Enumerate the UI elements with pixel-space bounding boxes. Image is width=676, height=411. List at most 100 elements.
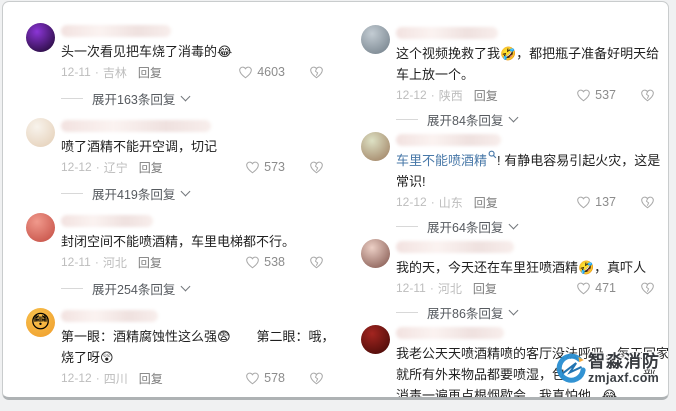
avatar[interactable] xyxy=(26,23,55,52)
dash-divider xyxy=(61,287,83,289)
dash-divider xyxy=(396,311,418,313)
comment-date: 12-12 xyxy=(61,160,92,174)
like-count: 137 xyxy=(595,195,616,209)
avatar[interactable] xyxy=(26,118,55,147)
search-link[interactable]: 车里不能喷酒精 xyxy=(396,150,497,168)
comment-meta: 12-12 · 山东 回复 137 xyxy=(396,193,668,211)
reply-button[interactable]: 回复 xyxy=(473,195,498,210)
like-count: 573 xyxy=(264,160,285,174)
username-redacted[interactable] xyxy=(396,27,498,39)
broken-heart-icon xyxy=(641,89,654,101)
comment-text-segment: 我的天，今天还在车里狂喷酒精🤣，真吓人 xyxy=(396,260,647,275)
comment: 我老公天天喷酒精喷的客厅没法呼吸，每天回家就所有外来物品都要喷湿，包部消毒一遍再… xyxy=(361,325,668,400)
username-redacted[interactable] xyxy=(61,120,211,132)
comment-location: 吉林 xyxy=(102,65,127,80)
comment: 这个视频挽救了我🤣，都把瓶子准备好明天给车上放一个。 12-12 · 陕西 回复… xyxy=(361,25,668,128)
broken-heart-icon xyxy=(641,196,654,208)
dislike-button[interactable] xyxy=(309,371,324,386)
broken-heart-icon xyxy=(310,256,323,268)
reply-button[interactable]: 回复 xyxy=(138,160,163,175)
avatar[interactable] xyxy=(361,325,390,354)
like-count: 578 xyxy=(264,371,285,385)
like-button[interactable]: 471 xyxy=(576,281,616,296)
username-redacted[interactable] xyxy=(396,134,501,146)
expand-replies-button[interactable]: 展开163条回复 xyxy=(61,90,338,107)
like-count: 4603 xyxy=(257,65,285,79)
reply-button[interactable]: 回复 xyxy=(137,65,162,80)
username-redacted[interactable] xyxy=(61,310,158,322)
username-redacted[interactable] xyxy=(61,25,171,37)
username-redacted[interactable] xyxy=(396,241,514,253)
comment-text: 头一次看见把车烧了消毒的😂 xyxy=(61,41,338,62)
comment-meta: 12-12 · 四川 回复 578 xyxy=(61,369,338,387)
avatar[interactable] xyxy=(361,239,390,268)
expand-replies-label: 展开84条回复 xyxy=(427,113,504,128)
comment: 头一次看见把车烧了消毒的😂 12-11 · 吉林 回复 4603 xyxy=(26,23,338,107)
dot-separator: · xyxy=(430,195,435,209)
comment-text-segment: 喷了酒精不能开空调，切记 xyxy=(61,139,218,154)
dot-separator: · xyxy=(430,88,435,102)
expand-replies-button[interactable]: 展开419条回复 xyxy=(61,185,338,202)
like-button[interactable]: 537 xyxy=(576,88,616,103)
comment: 喷了酒精不能开空调，切记 12-12 · 辽宁 回复 573 xyxy=(26,118,338,202)
reply-button[interactable]: 回复 xyxy=(138,371,163,386)
dislike-button[interactable] xyxy=(309,160,324,175)
heart-icon xyxy=(577,282,590,294)
comment-location: 河北 xyxy=(437,281,462,296)
comment-location: 山东 xyxy=(438,195,463,210)
comment-text: 喷了酒精不能开空调，切记 xyxy=(61,136,338,157)
dislike-button[interactable] xyxy=(640,88,655,103)
expand-replies-button[interactable]: 展开254条回复 xyxy=(61,280,338,297)
reply-button[interactable]: 回复 xyxy=(137,255,162,270)
like-count: 538 xyxy=(264,255,285,269)
comment-text-segment: 这个视频挽救了我🤣，都把瓶子准备好明天给车上放一个。 xyxy=(396,46,660,82)
comment-meta: 12-11 · 河北 回复 471 xyxy=(396,279,668,297)
like-button[interactable]: 137 xyxy=(576,195,616,210)
dash-divider xyxy=(61,192,83,194)
dash-divider xyxy=(61,97,83,99)
username-redacted[interactable] xyxy=(396,327,504,339)
broken-heart-icon xyxy=(310,372,323,384)
broken-heart-icon xyxy=(641,282,654,294)
expand-replies-label: 展开86条回复 xyxy=(427,306,504,321)
comment-location: 陕西 xyxy=(438,88,463,103)
like-button[interactable]: 573 xyxy=(245,160,285,175)
heart-icon xyxy=(246,372,259,384)
comment-date: 12-12 xyxy=(396,88,427,102)
heart-icon xyxy=(239,66,253,78)
avatar[interactable] xyxy=(26,213,55,242)
like-button[interactable]: 578 xyxy=(245,371,285,386)
avatar[interactable] xyxy=(361,25,390,54)
like-button[interactable]: 4603 xyxy=(238,65,285,80)
dislike-button[interactable] xyxy=(309,255,324,270)
expand-replies-button[interactable]: 展开84条回复 xyxy=(396,111,668,128)
dot-separator: · xyxy=(94,65,99,79)
magnifier-icon xyxy=(488,150,497,159)
reply-button[interactable]: 回复 xyxy=(472,281,497,296)
expand-replies-button[interactable]: 展开64条回复 xyxy=(396,218,668,235)
comment-meta: 12-11 · 河北 回复 538 xyxy=(61,253,338,271)
comments-column-left: 头一次看见把车烧了消毒的😂 12-11 · 吉林 回复 4603 xyxy=(26,2,338,397)
heart-icon xyxy=(577,196,590,208)
comment-text-segment: 部消毒一遍再点根烟歇会，我真怕他...😂 xyxy=(396,367,657,400)
comment-date: 12-11 xyxy=(61,65,91,79)
dislike-button[interactable] xyxy=(640,195,655,210)
dislike-button[interactable] xyxy=(309,65,324,80)
heart-icon xyxy=(246,256,259,268)
comment-text: 车里不能喷酒精! 有静电容易引起火灾，这是常识! xyxy=(396,150,668,192)
avatar[interactable]: 😳 xyxy=(26,308,55,337)
chevron-down-icon xyxy=(508,219,519,229)
comment-text: 我的天，今天还在车里狂喷酒精🤣，真吓人 xyxy=(396,257,668,278)
chevron-down-icon xyxy=(180,186,191,196)
reply-button[interactable]: 回复 xyxy=(473,88,498,103)
dislike-button[interactable] xyxy=(640,281,655,296)
heart-icon xyxy=(577,89,590,101)
expand-replies-button[interactable]: 展开86条回复 xyxy=(396,304,668,321)
username-redacted[interactable] xyxy=(61,215,153,227)
dot-separator: · xyxy=(95,371,100,385)
comment: 😳 第一眼：酒精腐蚀性这么强😨 第二眼：哦，烧了呀😲 12-12 · 四川 回复… xyxy=(26,308,338,387)
avatar[interactable] xyxy=(361,132,390,161)
comment-text: 封闭空间不能喷酒精，车里电梯都不行。 xyxy=(61,231,338,252)
dot-separator: · xyxy=(429,281,434,295)
like-button[interactable]: 538 xyxy=(245,255,285,270)
